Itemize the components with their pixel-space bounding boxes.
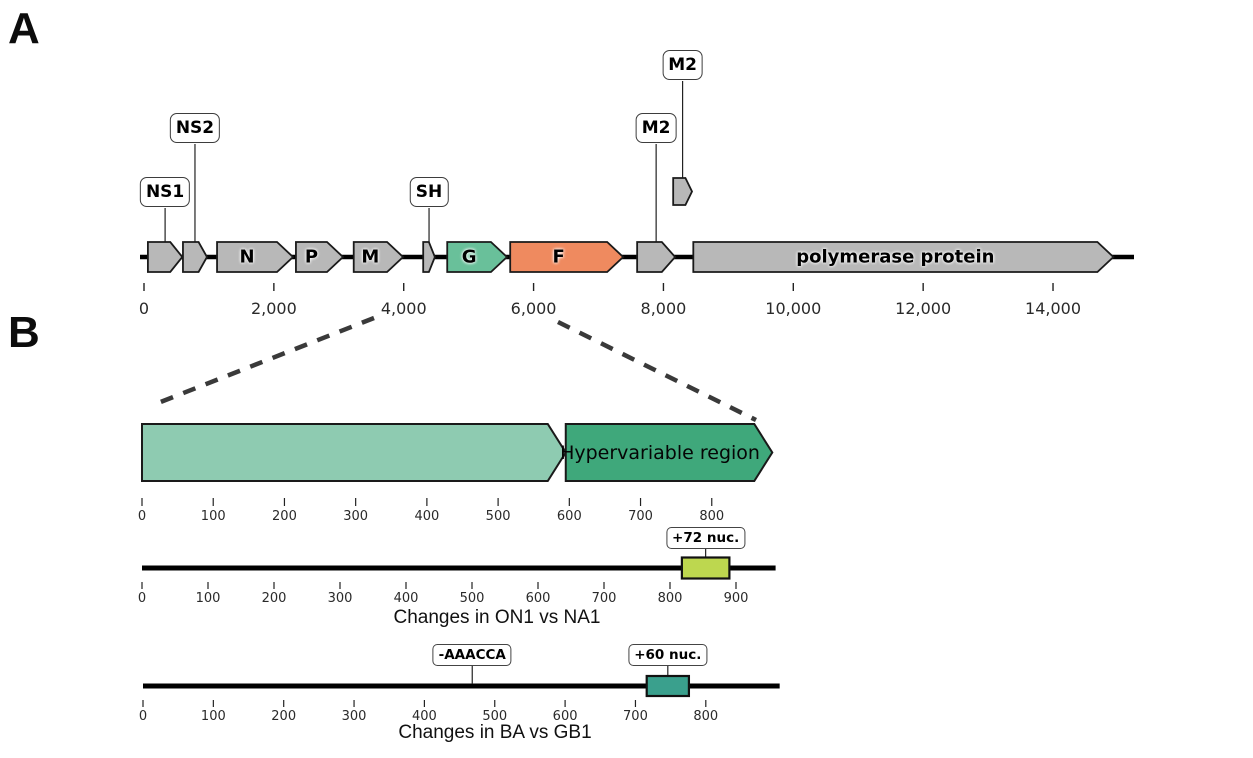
track-ba-vs-gb1-ruler-label-300: 300 bbox=[341, 709, 367, 724]
gene-polymerase-label: polymerase protein bbox=[796, 246, 995, 268]
track-ba-vs-gb1-caption: Changes in BA vs GB1 bbox=[398, 722, 592, 743]
gene-g-label: G bbox=[461, 246, 477, 268]
track-on1-vs-na1-ruler-label-0: 0 bbox=[137, 591, 147, 606]
gene-f-arrow bbox=[509, 241, 625, 273]
gene-ns1-arrow bbox=[146, 241, 184, 273]
track-on1-vs-na1-ruler-label-800: 800 bbox=[657, 591, 683, 606]
gene-m-arrow bbox=[352, 241, 405, 273]
gene-polymerase-arrow bbox=[692, 241, 1115, 273]
track-ba-vs-gb1-ruler-label-500: 500 bbox=[482, 709, 508, 724]
gene-n-arrow bbox=[216, 241, 295, 273]
gtrack-ruler-label-0: 0 bbox=[137, 509, 147, 524]
gene-ns1-callout-label: NS1 bbox=[139, 177, 191, 207]
track-on1-vs-na1-ruler-label-600: 600 bbox=[525, 591, 551, 606]
track-on1-vs-na1-ruler-label-900: 900 bbox=[723, 591, 749, 606]
gtrack-ruler-label-300: 300 bbox=[343, 509, 369, 524]
gene-m2-arrow bbox=[636, 241, 677, 273]
track-ba-vs-gb1-ruler-label-100: 100 bbox=[200, 709, 226, 724]
track-on1-vs-na1-ruler-label-400: 400 bbox=[393, 591, 419, 606]
gene-n-label: N bbox=[239, 246, 255, 268]
track-on1-vs-na1-ruler-label-200: 200 bbox=[261, 591, 287, 606]
axis-tick-label-6000: 6,000 bbox=[510, 299, 557, 318]
track-ba-vs-gb1-deletion-label: -AAACCA bbox=[432, 644, 512, 666]
gene-ns2-arrow bbox=[182, 241, 209, 273]
axis-tick-label-14000: 14,000 bbox=[1025, 299, 1082, 318]
track-on1-vs-na1-caption: Changes in ON1 vs NA1 bbox=[393, 607, 601, 628]
track-on1-vs-na1-insertion-label: +72 nuc. bbox=[666, 527, 746, 549]
gtrack-hypervariable-label: Hypervariable region bbox=[560, 441, 760, 464]
gtrack-ruler-label-200: 200 bbox=[272, 509, 297, 524]
gene-f-label: F bbox=[552, 246, 565, 268]
gene-sh-callout-label: SH bbox=[409, 177, 449, 207]
track-on1-vs-na1-ruler-label-500: 500 bbox=[459, 591, 485, 606]
panel-a-letter: A bbox=[8, 4, 41, 53]
gene-m2-orf2-callout-label: M2 bbox=[662, 50, 703, 80]
axis-tick-label-10000: 10,000 bbox=[765, 299, 822, 318]
axis-tick-label-0: 0 bbox=[138, 299, 150, 318]
gtrack-ruler-label-400: 400 bbox=[414, 509, 440, 524]
gene-sh-arrow bbox=[422, 241, 436, 273]
track-ba-vs-gb1-ruler-label-800: 800 bbox=[693, 709, 719, 724]
track-ba-vs-gb1-ruler-label-600: 600 bbox=[552, 709, 578, 724]
track-ba-vs-gb1-insertion-box bbox=[645, 674, 691, 698]
gene-m2-callout-label: M2 bbox=[635, 113, 677, 143]
track-on1-vs-na1-ruler-label-300: 300 bbox=[327, 591, 353, 606]
axis-tick-label-8000: 8,000 bbox=[640, 299, 687, 318]
gtrack-ruler-label-800: 800 bbox=[699, 509, 725, 524]
axis-tick-label-2000: 2,000 bbox=[250, 299, 297, 318]
track-ba-vs-gb1-insertion-label: +60 nuc. bbox=[628, 644, 708, 666]
zoom-connector-right bbox=[557, 319, 757, 423]
gene-m2-orf2-arrow bbox=[672, 177, 694, 206]
axis-tick-label-4000: 4,000 bbox=[380, 299, 427, 318]
gtrack-ruler-label-500: 500 bbox=[485, 509, 511, 524]
gene-p-label: P bbox=[304, 246, 319, 268]
gene-m-label: M bbox=[361, 246, 380, 268]
panel-b-letter: B bbox=[8, 308, 41, 357]
track-ba-vs-gb1-ruler-label-200: 200 bbox=[271, 709, 297, 724]
gene-g-arrow bbox=[446, 241, 509, 273]
zoom-connector-left bbox=[157, 315, 375, 406]
track-on1-vs-na1-ruler-label-700: 700 bbox=[591, 591, 617, 606]
gtrack-hypervariable-arrow bbox=[564, 423, 774, 482]
track-on1-vs-na1-insertion-box bbox=[680, 556, 731, 580]
gtrack-ruler-label-700: 700 bbox=[628, 509, 653, 524]
track-ba-vs-gb1-ruler-label-400: 400 bbox=[411, 709, 437, 724]
gtrack-ruler-label-600: 600 bbox=[556, 509, 582, 524]
track-ba-vs-gb1-ruler-label-700: 700 bbox=[623, 709, 648, 724]
gene-p-arrow bbox=[295, 241, 345, 273]
track-on1-vs-na1-ruler-label-100: 100 bbox=[195, 591, 221, 606]
gene-ns2-callout-label: NS2 bbox=[169, 113, 221, 143]
axis-tick-label-12000: 12,000 bbox=[895, 299, 952, 318]
gtrack-g-gene-conserved-arrow bbox=[141, 423, 567, 482]
track-ba-vs-gb1-ruler-label-0: 0 bbox=[138, 709, 148, 724]
gtrack-ruler-label-100: 100 bbox=[200, 509, 226, 524]
